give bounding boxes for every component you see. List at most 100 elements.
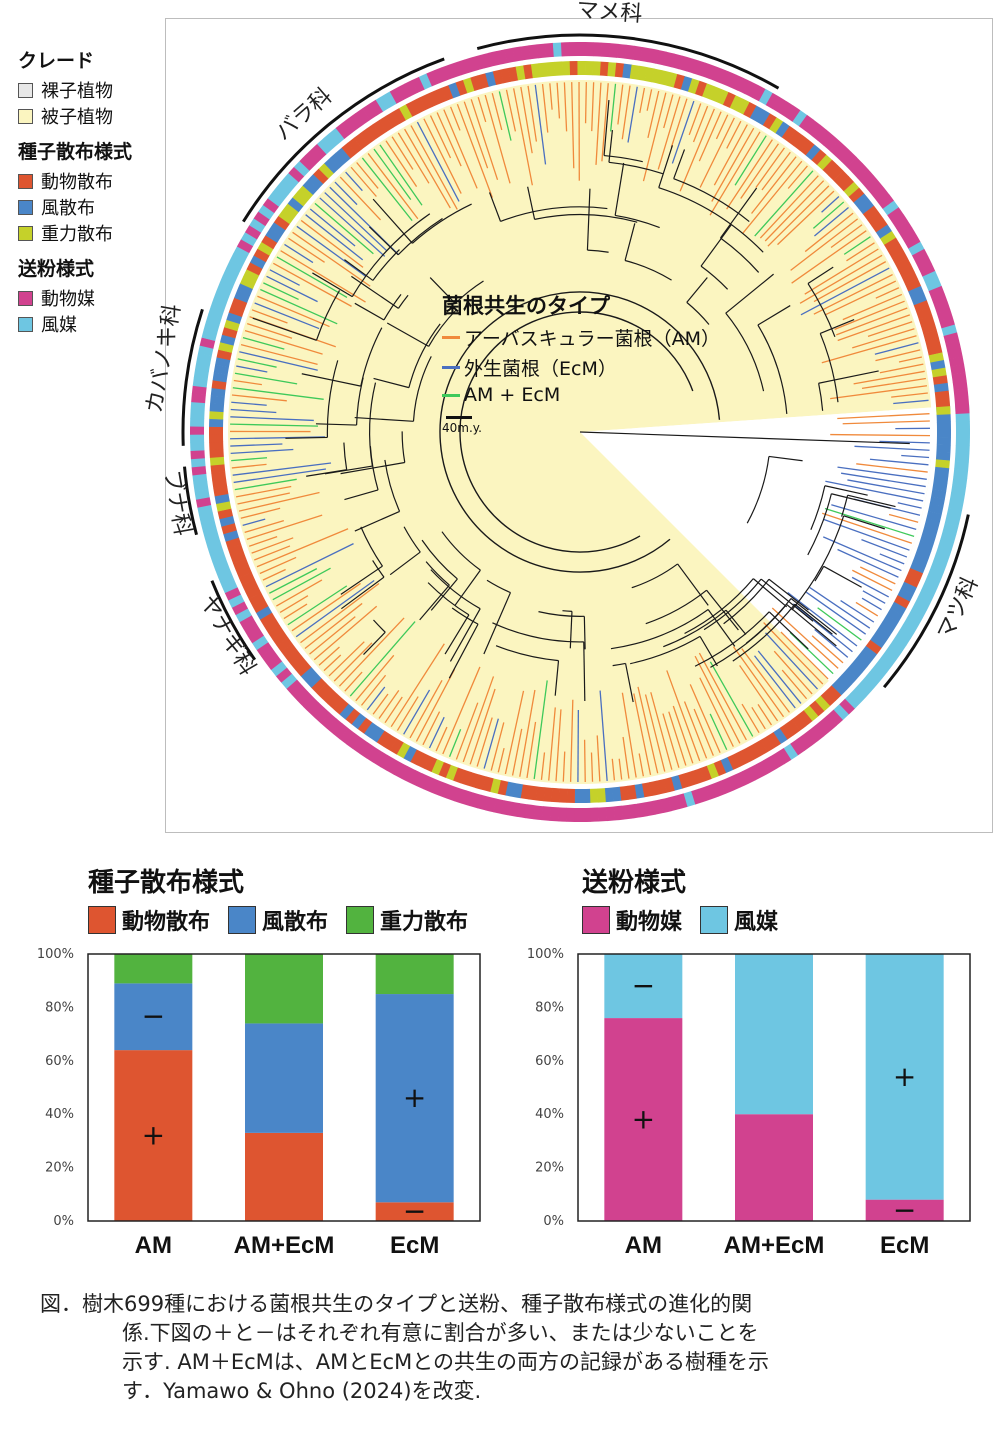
pollination-ring-segment [549,806,560,822]
pollination-ring-segment [742,767,756,784]
tree-tip-branch [777,190,835,246]
tree-internal-branch [819,333,839,403]
pollination-ring-segment [552,42,562,57]
pollination-ring-segment [333,723,349,740]
tree-tip-branch [328,641,365,677]
tree-tip-branch [811,635,844,664]
seed-dispersal-ring-segment [228,304,245,317]
tree-tip-branch [621,85,631,140]
bar-segment [375,994,454,1203]
mycorrhiza-legend: 菌根共生のタイプ アーバスキュラー菌根（AM）外生菌根（EcM）AM + EcM… [442,290,720,435]
pollination-ring-segment [924,575,941,589]
pollination-ring-segment [329,127,345,144]
phylogeny-panel [165,18,993,833]
seed-dispersal-ring-segment [882,614,899,629]
pollination-ring-segment [890,637,907,653]
tree-tip-branch [526,721,537,779]
tree-tip-branch [800,267,890,316]
tree-tip-branch [821,335,917,364]
pollination-ring-segment [387,758,402,776]
pollination-ring-segment [423,776,437,793]
pollination-ring-segment [216,283,233,297]
tree-tip-branch [754,170,814,237]
pollination-ring-segment [823,135,840,152]
family-arc [882,514,970,689]
tree-tip-branch [855,601,879,617]
tree-internal-branch [624,663,634,703]
seed-dispersal-ring-segment [727,753,741,770]
tree-tip-branch [591,82,595,132]
tree-tip-branch [504,690,525,775]
pollination-ring-segment [212,557,229,571]
seed-dispersal-ring-segment [805,144,821,161]
tree-internal-branch [818,383,824,411]
pollination-ring-segment [433,67,447,84]
tree-backbone-arc [459,311,694,553]
pollination-ring-segment [783,743,799,761]
tree-tip-branch [773,650,813,695]
tree-tip-branch [233,468,327,484]
pollination-ring-segment [944,515,961,527]
tree-tip-branch [533,680,548,780]
seed-dispersal-ring-segment [931,367,947,378]
seed-dispersal-ring-segment [213,364,229,375]
pollination-ring-segment [222,268,239,282]
seed-dispersal-ring-segment [419,94,433,111]
significance-mark: + [632,1103,655,1136]
tree-tip-branch [300,219,364,268]
tree-tip-branch [854,445,930,451]
tree-tip-branch [423,118,462,194]
pollination-ring-segment [509,801,520,817]
pollination-ring-segment [751,85,766,102]
seed-dispersal-ring-segment [372,119,387,137]
tree-tip-branch [830,385,928,400]
pollination-ring-segment [352,737,368,754]
seed-dispersal-ring-segment [210,395,225,405]
pollination-ring-segment [308,702,325,719]
pollination-ring-segment [862,175,879,191]
tree-internal-branch [847,494,896,508]
pollination-ring-segment [453,787,467,804]
tree-tip-branch [367,153,419,220]
seed-dispersal-ring-segment [936,406,951,415]
pollination-ring-segment [737,77,752,95]
seed-dispersal-ring-segment [733,750,748,767]
pollination-ring-segment [373,750,388,767]
tree-tip-branch [541,83,549,133]
tree-tip-branch [231,457,268,462]
tree-internal-branch [562,610,572,612]
seed-dispersal-ring-segment [313,168,329,185]
pollination-ring-segment [663,51,675,68]
tree-internal-branch [419,584,450,621]
seed-dispersal-ring-segment [370,726,385,743]
tree-tip-branch [237,358,277,368]
seed-dispersal-ring-segment [441,85,454,101]
pollination-ring-segment [735,771,749,788]
tree-internal-branch [831,493,891,509]
seed-dispersal-ring-segment [302,179,319,195]
seed-dispersal-ring-segment [246,262,263,276]
tree-tip-branch [262,568,286,581]
tree-tip-branch [679,108,715,192]
pollination-ring-segment [208,305,225,319]
seed-dispersal-ring-segment [399,104,413,121]
seed-dispersal-ring-segment [663,777,675,793]
pollination-ring-segment [195,496,212,508]
pollination-ring-segment [311,143,327,160]
tree-tip-branch [314,202,374,255]
pollination-ring-segment [441,64,455,81]
seed-dispersal-ring-segment [551,787,561,803]
seed-dispersal-ring-segment [250,255,267,269]
seed-dispersal-ring-segment [897,588,914,602]
tree-internal-branch [768,611,809,650]
pollination-ring-segment [396,83,411,101]
pollination-ring-segment [640,47,651,63]
seed-dispersal-ring-segment [599,61,609,77]
legend-label: 風媒 [41,315,77,336]
mycorrhiza-legend-title: 菌根共生のタイプ [442,294,610,318]
tree-tip-branch [583,739,586,782]
pollination-ring-segment [408,769,423,787]
seed-dispersal-ring-segment [210,387,226,398]
tree-tip-branch [657,96,681,170]
seed-dispersal-ring-segment [505,781,516,797]
